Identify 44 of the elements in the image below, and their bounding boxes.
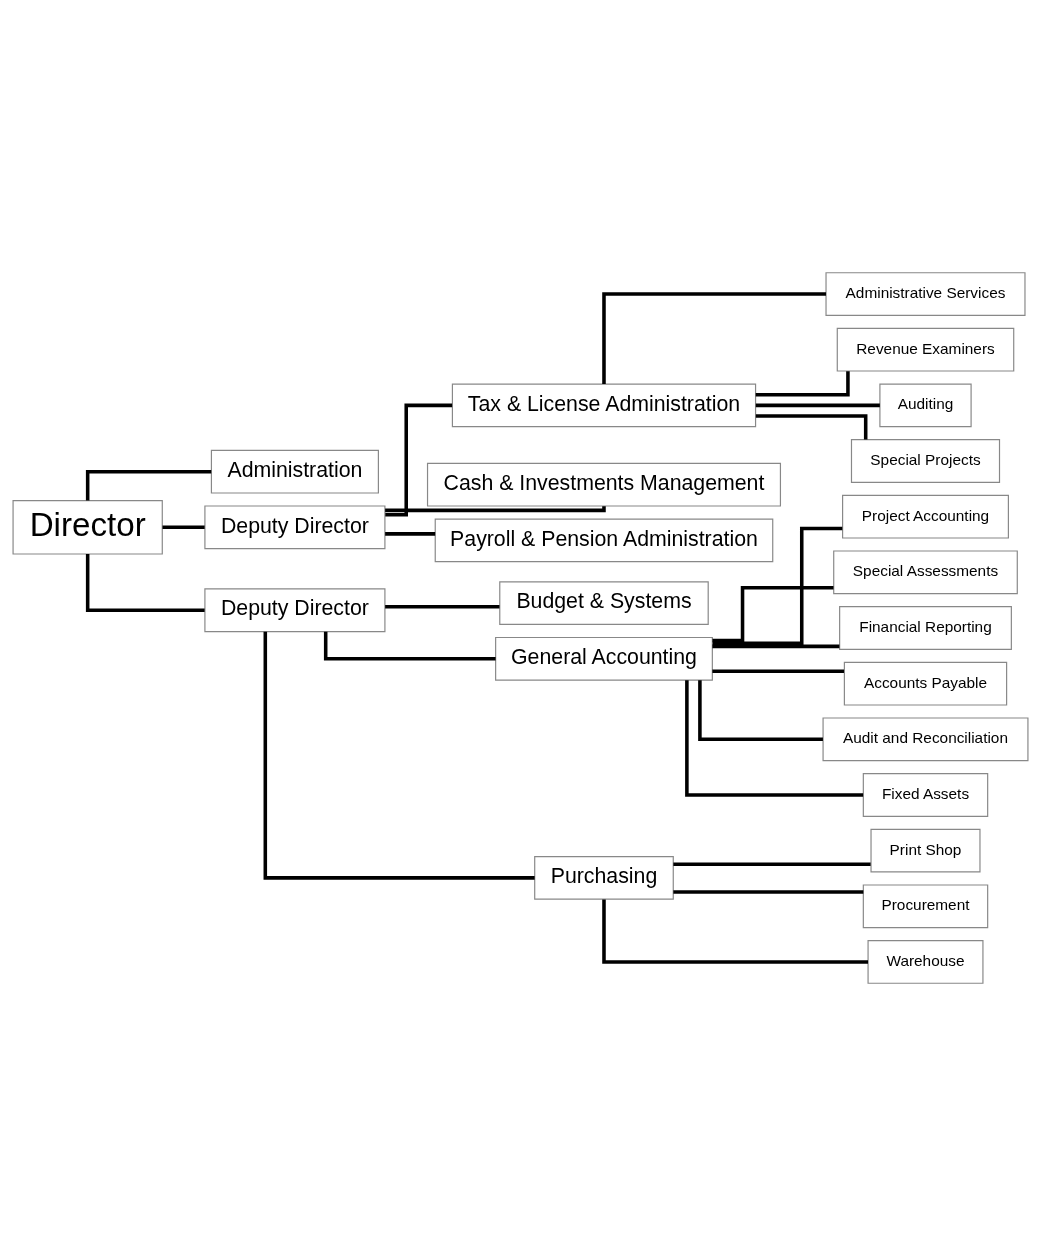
node-box: Cash & Investments Management [426, 462, 781, 507]
connector [602, 292, 826, 384]
node-box: Print Shop [870, 828, 981, 873]
node-box: Procurement [862, 884, 989, 929]
connector [602, 899, 868, 964]
node-box: Deputy Director [204, 505, 386, 550]
node-box: Accounts Payable [843, 661, 1008, 706]
node-box: Deputy Director [204, 588, 386, 633]
node-box: Director [12, 500, 163, 555]
connector [385, 604, 500, 609]
node-box: Auditing [879, 383, 972, 428]
connector [712, 669, 844, 673]
connector [712, 644, 840, 649]
connector [712, 526, 843, 646]
connector [385, 403, 453, 517]
node-box: Special Projects [850, 439, 1001, 483]
connector [85, 469, 212, 501]
node-box: Administrative Services [825, 272, 1026, 316]
node-box: Special Assessments [833, 550, 1018, 595]
connector [685, 680, 864, 797]
node-box: Administration [210, 449, 379, 494]
node-box: Payroll & Pension Administration [434, 518, 774, 563]
connector [385, 532, 436, 536]
node-box: Revenue Examiners [836, 327, 1015, 372]
node-box: Purchasing [534, 855, 674, 900]
connector [712, 585, 834, 643]
connector [755, 371, 850, 397]
node-box: Budget & Systems [499, 581, 709, 626]
connector [162, 525, 205, 530]
connector [263, 631, 535, 880]
node-box: Project Accounting [842, 494, 1009, 539]
node-box: Fixed Assets [862, 773, 989, 817]
connector [673, 862, 871, 867]
node-box: General Accounting [495, 636, 713, 681]
connector [85, 554, 205, 612]
node-box: Tax & License Administration [451, 383, 757, 428]
connector [755, 403, 880, 408]
node-box: Warehouse [867, 940, 984, 984]
connector [698, 680, 823, 742]
node-box: Financial Reporting [839, 606, 1012, 650]
connector [673, 890, 864, 894]
connector [323, 631, 496, 661]
node-box: Audit and Reconciliation [822, 717, 1029, 762]
connector [385, 506, 606, 513]
